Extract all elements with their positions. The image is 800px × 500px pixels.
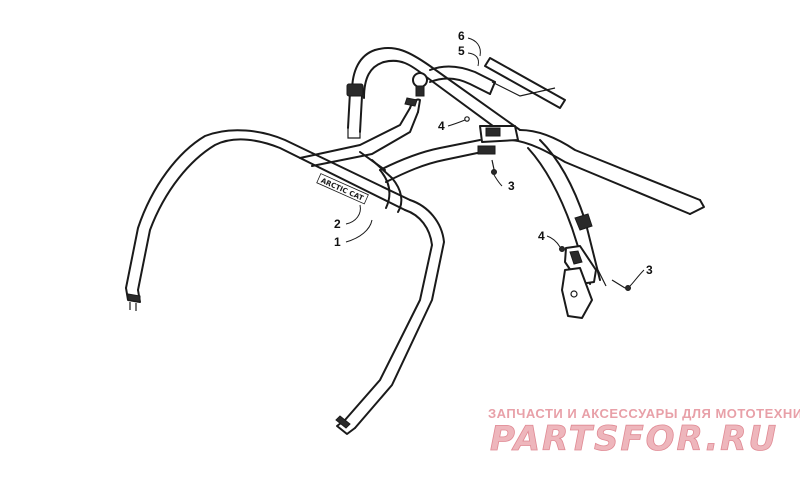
- lower-mount-bracket: [559, 245, 631, 319]
- callout-2: 2: [334, 217, 341, 231]
- callout-3: 3: [508, 179, 515, 193]
- callout-5: 5: [458, 44, 465, 58]
- callout-4-lower: 4: [538, 229, 545, 243]
- upper-mount-bracket: [464, 116, 519, 175]
- callout-1: 1: [334, 235, 341, 249]
- leader-lines: [345, 37, 645, 287]
- callouts: 6 5 4 3 2 1 4 3: [334, 29, 653, 277]
- watermark-brand: PARTSFOR.RU: [490, 419, 778, 459]
- front-cage: ARCTIC CAT: [125, 97, 483, 435]
- watermark-tagline: ЗАПЧАСТИ И АКСЕССУАРЫ ДЛЯ МОТОТЕХНИКИ: [488, 406, 800, 421]
- watermark: ЗАПЧАСТИ И АКСЕССУАРЫ ДЛЯ МОТОТЕХНИКИ PA…: [488, 406, 800, 459]
- rear-post-clamp: [346, 83, 364, 97]
- cross-tube-5: [429, 65, 496, 95]
- callout-6: 6: [458, 29, 465, 43]
- svg-text:ARCTIC CAT: ARCTIC CAT: [320, 177, 365, 203]
- callout-4: 4: [438, 119, 445, 133]
- strap-6: [484, 57, 566, 109]
- rear-cage: [346, 47, 705, 285]
- callout-3-lower: 3: [646, 263, 653, 277]
